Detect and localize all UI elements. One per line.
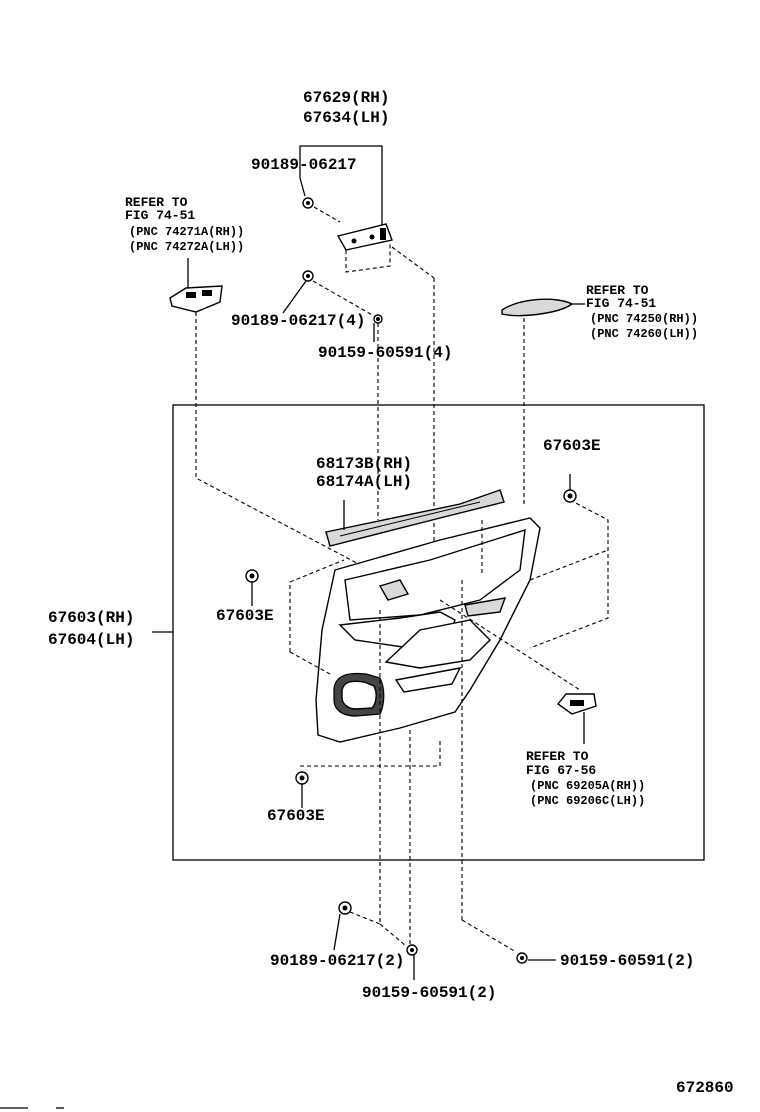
clip-e-top-label: 67603E: [543, 437, 601, 455]
switch-ref-line4: (PNC 74272A(LH)): [129, 240, 245, 254]
bracket-leader: [299, 145, 383, 226]
switch-part-icon: [169, 285, 223, 313]
clip-e-left-label: 67603E: [216, 607, 274, 625]
handle-ref-line2: FIG 74-51: [586, 296, 657, 311]
screw-top-label: 90189-06217: [251, 156, 357, 174]
clip-e-left-icon: [245, 569, 259, 583]
clip-e-bottom-icon: [295, 771, 309, 785]
screw-bottom-label: 90189-06217(2): [270, 952, 405, 970]
inside-handle-ref-line1: REFER TO: [526, 749, 589, 764]
weatherstrip-lh-label: 68174A(LH): [316, 473, 413, 491]
screw-bottom-icon: [338, 901, 352, 915]
figure-number: 672860: [676, 1079, 734, 1097]
inside-handle-ref-line4: (PNC 69206C(LH)): [530, 794, 646, 808]
screw-top-icon: [302, 197, 314, 209]
weatherstrip-rh-label: 68173B(RH): [316, 455, 413, 473]
clip-bottom-right-label: 90159-60591(2): [560, 952, 695, 970]
handle-part-icon: [501, 298, 574, 317]
clip-bottom-right-icon: [516, 952, 528, 964]
panel-lh-label: 67604(LH): [48, 631, 135, 649]
handle-ref-line3: (PNC 74250(RH)): [590, 312, 699, 326]
inside-handle-part-icon: [556, 693, 597, 715]
bracket-rh-label: 67629(RH): [303, 89, 390, 107]
door-panel-part-icon: [315, 517, 541, 743]
panel-rh-label: 67603(RH): [48, 609, 135, 627]
screw-mid-label: 90189-06217(4): [231, 312, 366, 330]
bracket-lh-label: 67634(LH): [303, 109, 390, 127]
clip-mid-icon: [373, 314, 383, 324]
weatherstrip-part-icon: [325, 489, 505, 547]
inside-handle-ref-line2: FIG 67-56: [526, 763, 597, 778]
clip-bottom-left-label: 90159-60591(2): [362, 984, 497, 1002]
clip-e-top-icon: [563, 489, 577, 503]
switch-ref-line2: FIG 74-51: [125, 208, 196, 223]
switch-ref-line3: (PNC 74271A(RH)): [129, 225, 245, 239]
clip-e-bottom-label: 67603E: [267, 807, 325, 825]
clip-bottom-left-icon: [406, 944, 418, 956]
handle-ref-line1: REFER TO: [586, 283, 649, 298]
bracket-part-icon: [336, 223, 393, 251]
inside-handle-ref-line3: (PNC 69205A(RH)): [530, 779, 646, 793]
clip-mid-label: 90159-60591(4): [318, 344, 453, 362]
screw-mid-icon: [302, 270, 314, 282]
handle-ref-line4: (PNC 74260(LH)): [590, 327, 699, 341]
switch-ref-line1: REFER TO: [125, 195, 188, 210]
